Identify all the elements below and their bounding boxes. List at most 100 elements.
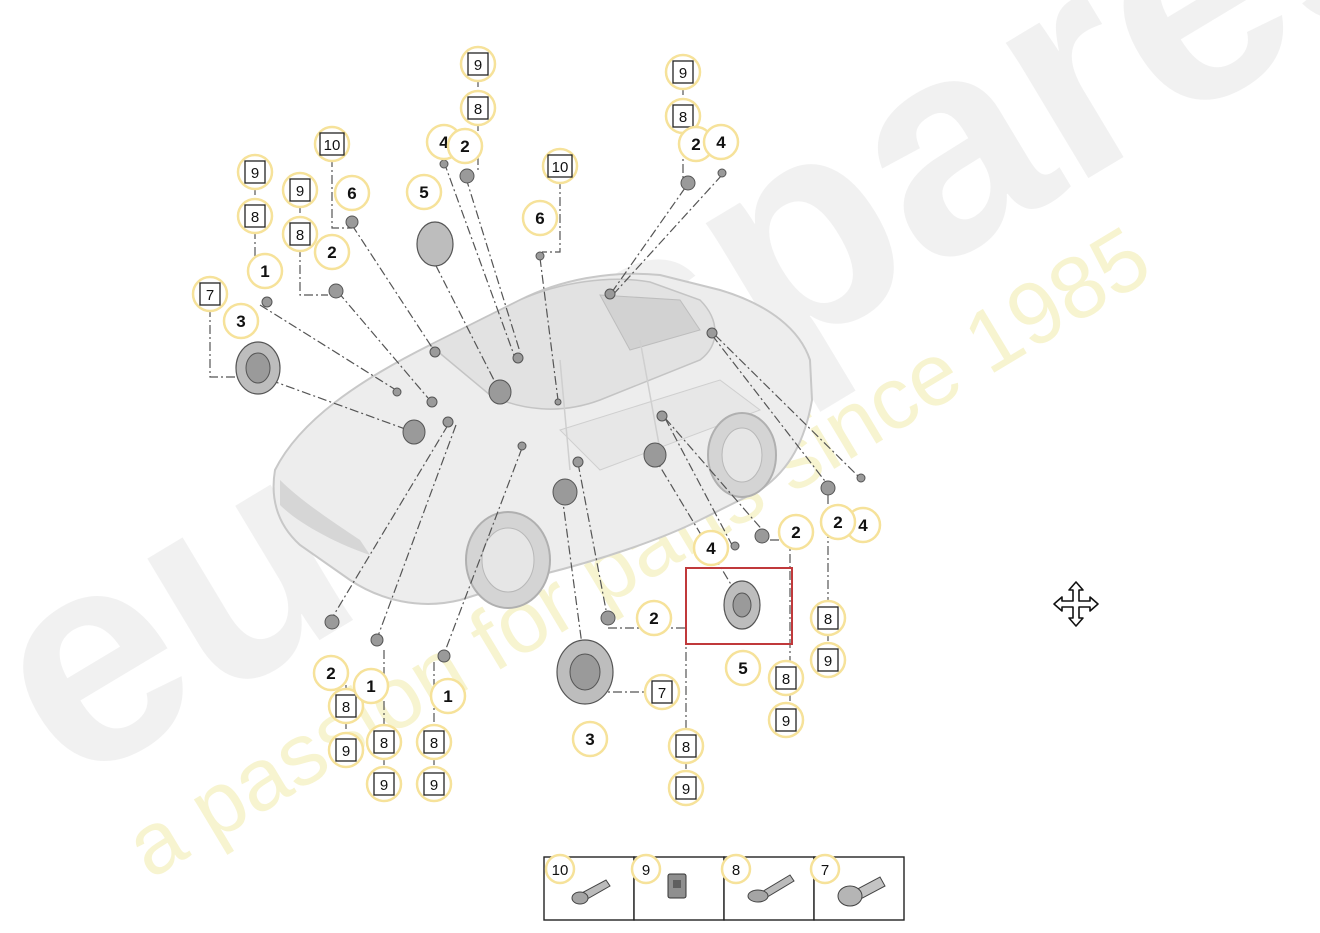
legend-number: 7 [821,862,829,879]
callout-halo [635,599,673,637]
callout-2: 2 [635,599,673,637]
callout-halo [777,513,815,551]
callout-number: 3 [236,312,245,331]
callout-number: 8 [682,739,690,756]
legend-label-7: 7 [809,853,841,885]
callout-number: 10 [552,159,569,176]
callout-5: 5 [405,173,443,211]
callout-number: 2 [691,135,700,154]
callout-number: 9 [782,713,790,730]
legend-halo [720,853,752,885]
callout-number: 8 [296,227,304,244]
legend-halo [630,853,662,885]
callout-2: 2 [312,654,350,692]
callout-box [244,160,266,184]
callout-8: 8 [365,723,403,761]
callout-2: 2 [777,513,815,551]
callout-9: 9 [236,153,274,191]
clip-nut-icon [667,873,687,899]
callout-box [199,282,221,306]
callout-number: 1 [443,687,452,706]
callout-number: 2 [833,513,842,532]
callout-number: 10 [324,137,341,154]
callout-number: 9 [251,165,259,182]
callout-3: 3 [222,302,260,340]
callout-9: 9 [327,731,365,769]
callout-number: 2 [649,609,658,628]
callout-box [672,104,694,128]
callout-number: 8 [679,109,687,126]
callout-number: 9 [682,781,690,798]
callout-8: 8 [415,723,453,761]
callout-number: 5 [738,659,747,678]
callout-number: 8 [430,735,438,752]
legend-halo [809,853,841,885]
callout-halo [333,174,371,212]
callout-number: 9 [679,65,687,82]
callout-halo [521,199,559,237]
callout-box [651,680,673,704]
legend-number: 10 [552,862,569,879]
legend-number: 8 [732,862,740,879]
callout-box [244,204,266,228]
callout-box [547,154,573,178]
callout-box [319,132,345,156]
callout-9: 9 [667,769,705,807]
callout-number: 8 [474,101,482,118]
callout-2: 2 [819,503,857,541]
callout-number: 7 [206,287,214,304]
callout-6: 6 [333,174,371,212]
callout-number: 5 [419,183,428,202]
callout-8: 8 [459,89,497,127]
callout-halo [246,252,284,290]
callout-box [289,222,311,246]
callout-number: 9 [380,777,388,794]
callout-number: 9 [824,653,832,670]
callout-halo [702,123,740,161]
callout-8: 8 [327,687,365,725]
callout-4: 4 [702,123,740,161]
callout-1: 1 [429,677,467,715]
callout-box [289,178,311,202]
callout-number: 7 [658,685,666,702]
callout-number: 2 [791,523,800,542]
callout-halo [313,233,351,271]
callout-number: 1 [260,262,269,281]
move-cursor-icon[interactable] [1052,580,1100,628]
callout-number: 9 [474,57,482,74]
callout-box [423,772,445,796]
callout-box [675,734,697,758]
callout-9: 9 [767,701,805,739]
callout-9: 9 [365,765,403,803]
callout-box [423,730,445,754]
callout-8: 8 [767,659,805,697]
callout-number: 4 [858,516,868,535]
callout-number: 4 [716,133,726,152]
callout-number: 2 [460,137,469,156]
callout-number: 9 [296,183,304,200]
legend-label-8: 8 [720,853,752,885]
callout-8: 8 [281,215,319,253]
callout-box [335,694,357,718]
parts [235,159,866,705]
callout-9: 9 [415,765,453,803]
callout-2: 2 [313,233,351,271]
callout-number: 3 [585,730,594,749]
callout-box [675,776,697,800]
callout-halo [819,503,857,541]
callout-box [373,772,395,796]
callout-halo [312,654,350,692]
callout-box [467,52,489,76]
car-illustration [272,272,814,609]
door-speaker [416,221,454,267]
callout-halo [446,127,484,165]
torx-bolt-icon [837,876,886,907]
callout-halo [222,302,260,340]
callout-7: 7 [191,275,229,313]
callout-box [775,708,797,732]
callout-number: 8 [251,209,259,226]
callout-10: 10 [313,125,351,163]
callout-number: 8 [380,735,388,752]
